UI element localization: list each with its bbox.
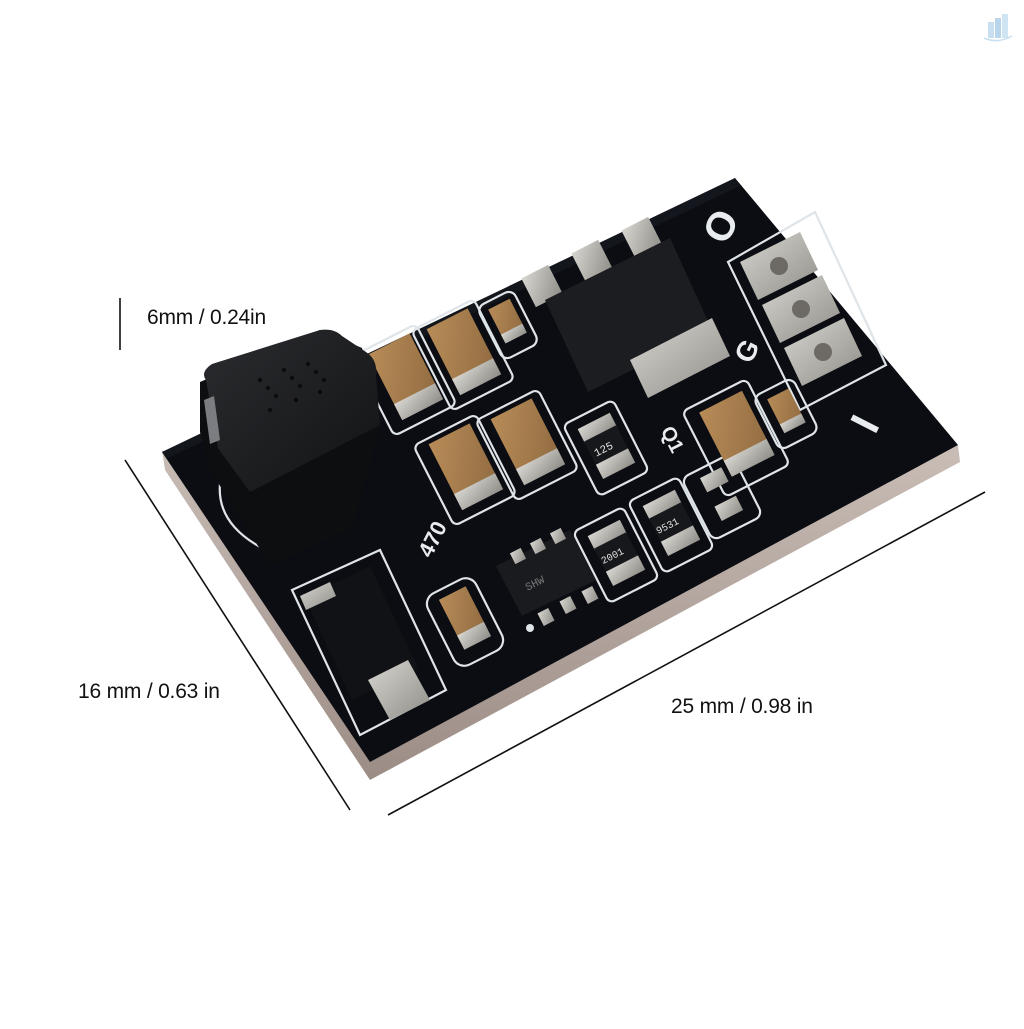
silkscreen <box>218 210 888 737</box>
pin-output <box>740 232 818 300</box>
schottky-diode <box>300 566 430 720</box>
resistor-9531: 9531 <box>642 489 701 557</box>
pin-header <box>740 232 862 386</box>
power-inductor <box>200 329 380 565</box>
controller-ic: SHW <box>496 527 599 632</box>
length-dimension-label: 25 mm / 0.98 in <box>671 695 813 718</box>
width-dimension-label: 16 mm / 0.63 in <box>78 680 220 703</box>
dimension-lines <box>119 298 986 816</box>
length-dimension-line <box>387 491 986 816</box>
resistor-125: 125 <box>577 412 636 480</box>
width-dimension-line <box>124 459 351 811</box>
voltage-regulator <box>521 216 730 398</box>
capacitors <box>368 298 806 650</box>
pin-ground <box>762 275 840 343</box>
resistor-2001: 2001 <box>587 519 646 587</box>
pin-input <box>784 318 862 386</box>
resistors: 125 9531 2001 <box>577 412 744 587</box>
height-dimension-label: 6mm / 0.24in <box>147 306 266 329</box>
building-logo-icon <box>978 8 1018 48</box>
